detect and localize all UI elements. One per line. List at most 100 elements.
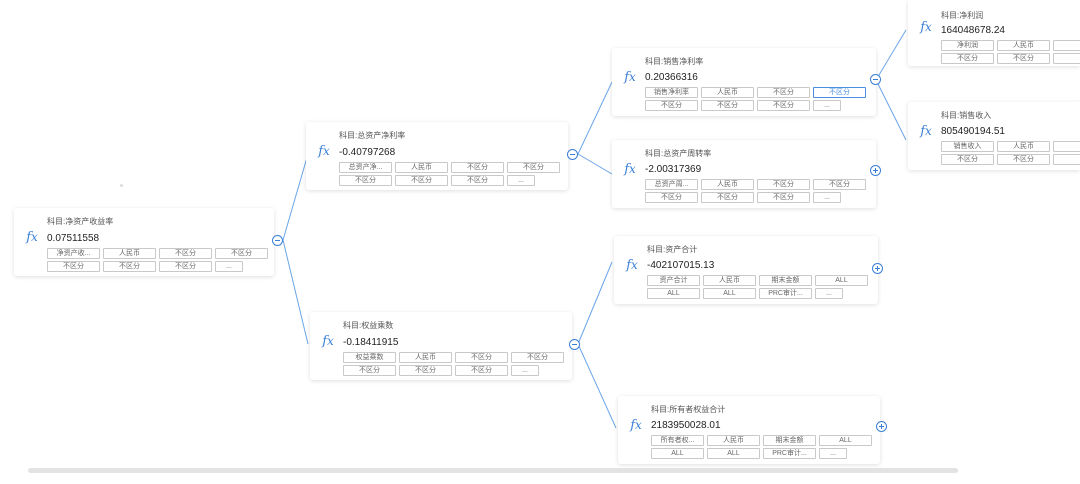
tag-cell[interactable]: 期末金额 xyxy=(759,275,812,286)
tag-cell[interactable] xyxy=(1053,141,1080,152)
tag-cell[interactable]: 不区分 xyxy=(997,53,1050,64)
tag-cell[interactable]: 不区分 xyxy=(757,100,810,111)
tag-cell[interactable]: 不区分 xyxy=(343,365,396,376)
tag-cell[interactable]: 资产合计 xyxy=(647,275,700,286)
tag-cell[interactable]: 不区分 xyxy=(757,192,810,203)
node-tags: 净资产收... 人民币 不区分 不区分 不区分 不区分 不区分 ... xyxy=(47,248,268,272)
tag-cell[interactable]: 人民币 xyxy=(399,352,452,363)
tag-cell[interactable]: ALL xyxy=(647,288,700,299)
tag-cell[interactable]: ALL xyxy=(707,448,760,459)
tag-cell[interactable]: 不区分 xyxy=(757,179,810,190)
tag-cell[interactable]: 人民币 xyxy=(707,435,760,446)
tag-cell[interactable]: 人民币 xyxy=(103,248,156,259)
fx-icon: fx xyxy=(630,418,642,433)
tag-cell[interactable]: 不区分 xyxy=(455,352,508,363)
tag-cell[interactable]: 不区分 xyxy=(511,352,564,363)
tag-cell[interactable]: 不区分 xyxy=(395,175,448,186)
tag-cell[interactable] xyxy=(1053,154,1080,165)
tag-cell[interactable]: ... xyxy=(813,100,841,111)
tag-cell[interactable]: 期末金额 xyxy=(763,435,816,446)
node-subject: 科目:权益乘数 xyxy=(343,321,394,330)
node-subject: 科目:资产合计 xyxy=(647,245,698,254)
plus-circle-icon[interactable] xyxy=(876,421,887,432)
node-card-n3[interactable]: fx 科目:销售净利率 0.20366316 销售净利率 人民币 不区分 不区分… xyxy=(612,48,876,116)
minus-circle-icon[interactable] xyxy=(569,339,580,350)
node-value: 0.20366316 xyxy=(645,72,698,83)
tag-cell[interactable]: 人民币 xyxy=(701,179,754,190)
node-value: 164048678.24 xyxy=(941,25,1005,36)
tag-cell[interactable]: 销售收入 xyxy=(941,141,994,152)
tag-cell[interactable]: 不区分 xyxy=(997,154,1050,165)
tag-cell[interactable]: 销售净利率 xyxy=(645,87,698,98)
fx-icon: fx xyxy=(318,144,330,159)
tag-cell[interactable]: 不区分 xyxy=(451,175,504,186)
tag-cell[interactable]: 不区分 xyxy=(215,248,268,259)
minus-circle-icon[interactable] xyxy=(870,74,881,85)
minus-circle-icon[interactable] xyxy=(567,149,578,160)
tag-cell[interactable]: PRC审计... xyxy=(759,288,812,299)
node-card-n7[interactable]: fx 科目:净利润 164048678.24 净利润 人民币 不区分 不区分 xyxy=(908,0,1080,66)
tag-cell[interactable]: ALL xyxy=(703,288,756,299)
node-card-n5[interactable]: fx 科目:资产合计 -402107015.13 资产合计 人民币 期末金额 A… xyxy=(614,236,878,304)
tag-cell[interactable]: ... xyxy=(815,288,843,299)
node-card-n8[interactable]: fx 科目:销售收入 805490194.51 销售收入 人民币 不区分 不区分 xyxy=(908,102,1080,170)
node-value: 0.07511558 xyxy=(47,233,100,244)
tag-cell[interactable]: 不区分 xyxy=(645,192,698,203)
node-card-root[interactable]: fx 科目:净资产收益率 0.07511558 净资产收... 人民币 不区分 … xyxy=(14,208,274,276)
node-card-n1[interactable]: fx 科目:总资产净利率 -0.40797268 总资产净... 人民币 不区分… xyxy=(306,122,568,190)
node-value: -2.00317369 xyxy=(645,164,702,175)
tag-cell[interactable]: ALL xyxy=(651,448,704,459)
tag-cell[interactable] xyxy=(1053,40,1080,51)
tag-cell[interactable]: 不区分 xyxy=(339,175,392,186)
minus-circle-icon[interactable] xyxy=(272,235,283,246)
tag-cell[interactable]: 人民币 xyxy=(395,162,448,173)
tag-cell[interactable]: 不区分 xyxy=(399,365,452,376)
tag-cell[interactable] xyxy=(1053,53,1080,64)
tag-cell[interactable]: 人民币 xyxy=(997,40,1050,51)
edge-root-n1 xyxy=(282,153,309,241)
node-card-n2[interactable]: fx 科目:权益乘数 -0.18411915 权益乘数 人民币 不区分 不区分 … xyxy=(310,312,572,380)
tag-cell[interactable]: 不区分 xyxy=(507,162,560,173)
tag-cell-selected[interactable]: 不区分 xyxy=(813,87,866,98)
tag-cell[interactable]: 不区分 xyxy=(455,365,508,376)
tag-cell[interactable]: ALL xyxy=(819,435,872,446)
plus-circle-icon[interactable] xyxy=(872,263,883,274)
tag-cell[interactable]: 净资产收... xyxy=(47,248,100,259)
tag-cell[interactable]: 不区分 xyxy=(47,261,100,272)
tag-cell[interactable]: 所有者权... xyxy=(651,435,704,446)
tag-cell[interactable]: ... xyxy=(507,175,535,186)
tag-cell[interactable]: 总资产净... xyxy=(339,162,392,173)
node-card-n4[interactable]: fx 科目:总资产周转率 -2.00317369 总资产周... 人民币 不区分… xyxy=(612,140,876,208)
fx-icon: fx xyxy=(26,230,38,245)
tag-cell[interactable]: 不区分 xyxy=(645,100,698,111)
horizontal-scrollbar[interactable] xyxy=(28,468,958,473)
edge-n2-n6 xyxy=(577,343,617,429)
tag-cell[interactable]: 不区分 xyxy=(701,100,754,111)
tag-cell[interactable]: ... xyxy=(511,365,539,376)
tag-cell[interactable]: 人民币 xyxy=(997,141,1050,152)
tag-cell[interactable]: 不区分 xyxy=(701,192,754,203)
tag-cell[interactable]: ... xyxy=(215,261,243,272)
tag-cell[interactable]: ... xyxy=(813,192,841,203)
tag-cell[interactable]: 总资产周... xyxy=(645,179,698,190)
tag-cell[interactable]: 不区分 xyxy=(757,87,810,98)
tag-cell[interactable]: 人民币 xyxy=(703,275,756,286)
plus-circle-icon[interactable] xyxy=(870,165,881,176)
tag-cell[interactable]: PRC审计... xyxy=(763,448,816,459)
node-card-n6[interactable]: fx 科目:所有者权益合计 2183950028.01 所有者权... 人民币 … xyxy=(618,396,880,464)
tag-cell[interactable]: 人民币 xyxy=(701,87,754,98)
node-tags: 销售收入 人民币 不区分 不区分 xyxy=(941,141,1080,165)
tag-cell[interactable]: 不区分 xyxy=(813,179,866,190)
tag-cell[interactable]: 不区分 xyxy=(159,261,212,272)
tag-cell[interactable]: 不区分 xyxy=(941,53,994,64)
tag-cell[interactable]: 不区分 xyxy=(103,261,156,272)
tag-cell[interactable]: 净利润 xyxy=(941,40,994,51)
tag-cell[interactable]: 权益乘数 xyxy=(343,352,396,363)
tag-cell[interactable]: ALL xyxy=(815,275,868,286)
tag-cell[interactable]: 不区分 xyxy=(451,162,504,173)
fx-icon: fx xyxy=(624,162,636,177)
tag-cell[interactable]: ... xyxy=(819,448,847,459)
tag-cell[interactable]: 不区分 xyxy=(941,154,994,165)
node-tags: 权益乘数 人民币 不区分 不区分 不区分 不区分 不区分 ... xyxy=(343,352,564,376)
tag-cell[interactable]: 不区分 xyxy=(159,248,212,259)
